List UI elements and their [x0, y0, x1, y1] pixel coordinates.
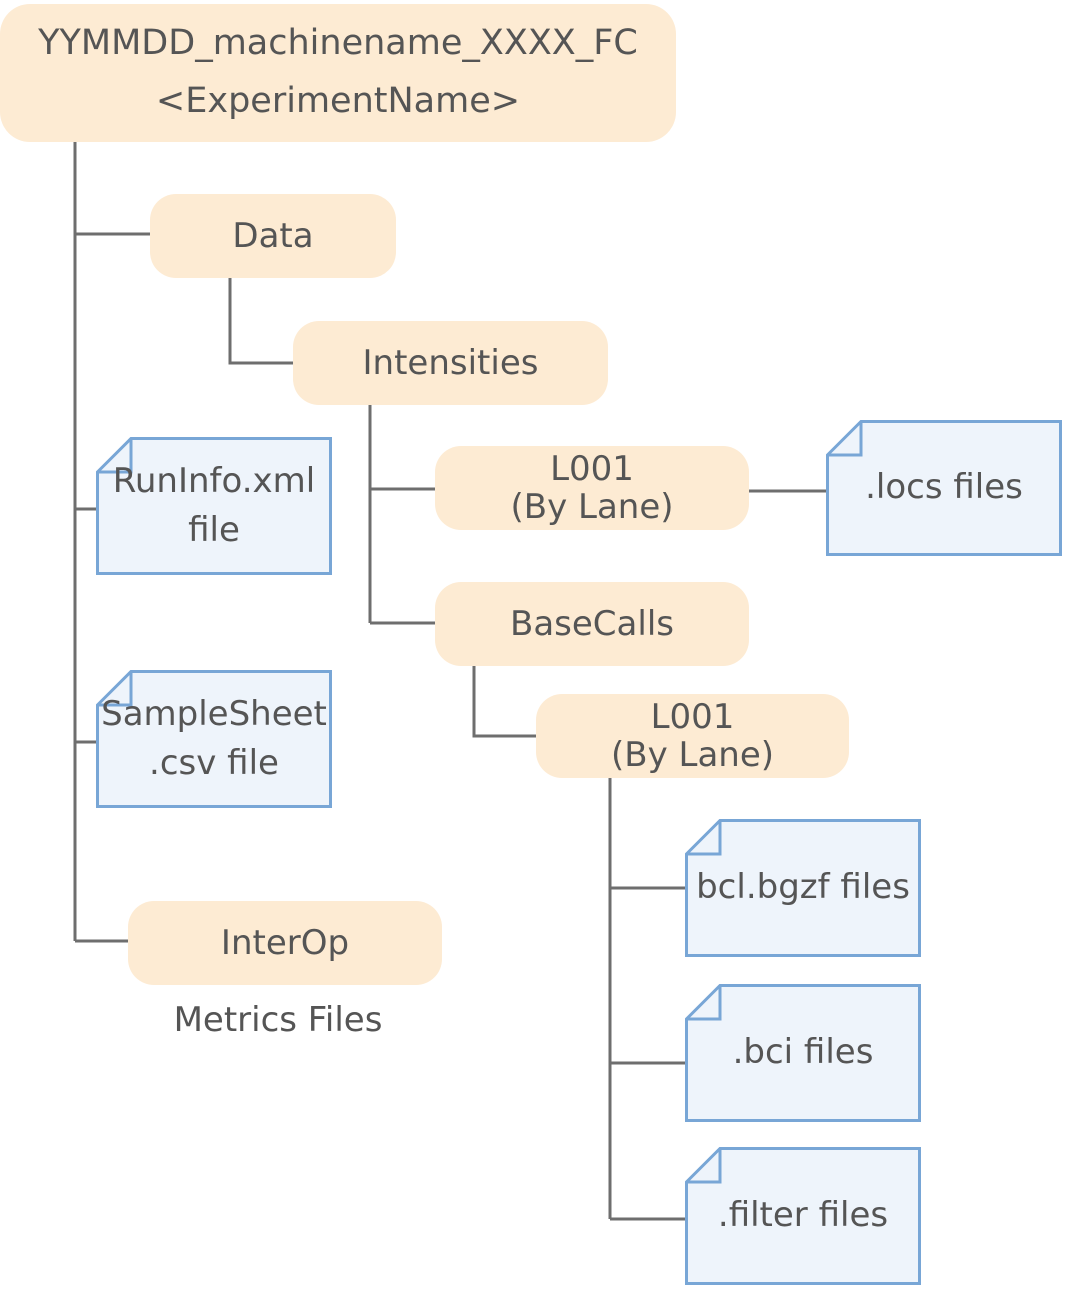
- bcl-bgzf-files-label: bcl.bgzf files: [696, 867, 910, 908]
- file-icon: [685, 984, 921, 1122]
- intensities-lane-name: L001: [550, 448, 634, 489]
- samplesheet-file-suffix: .csv file: [149, 743, 279, 783]
- root-folder-experiment: <ExperimentName>: [155, 81, 521, 121]
- data-folder[interactable]: Data: [150, 194, 396, 278]
- interop-caption: Metrics Files: [173, 1000, 383, 1040]
- file-icon: [826, 420, 1062, 556]
- intensities-folder[interactable]: Intensities: [293, 321, 608, 405]
- samplesheet-file-name: SampleSheet: [101, 693, 327, 734]
- basecalls-folder[interactable]: BaseCalls: [435, 582, 749, 666]
- root-folder[interactable]: YYMMDD_machinename_XXXX_FC <ExperimentNa…: [0, 4, 676, 142]
- filter-files-label: .filter files: [717, 1195, 889, 1236]
- locs-files[interactable]: .locs files: [826, 420, 1062, 556]
- file-icon: [685, 819, 921, 957]
- interop-folder[interactable]: InterOp: [128, 901, 442, 985]
- root-folder-name: YYMMDD_machinename_XXXX_FC: [38, 23, 638, 64]
- filter-files[interactable]: .filter files: [685, 1147, 921, 1285]
- basecalls-folder-label: BaseCalls: [510, 603, 674, 644]
- bci-files[interactable]: .bci files: [685, 984, 921, 1122]
- runinfo-file-name: RunInfo.xml: [112, 460, 316, 501]
- intensities-lane-folder[interactable]: L001 (By Lane): [435, 446, 749, 530]
- file-icon: [685, 1147, 921, 1285]
- bcl-bgzf-files[interactable]: bcl.bgzf files: [685, 819, 921, 957]
- basecalls-lane-name: L001: [650, 696, 735, 737]
- basecalls-lane-subtitle: (By Lane): [610, 735, 775, 775]
- intensities-lane-subtitle: (By Lane): [510, 487, 674, 527]
- bci-files-label: .bci files: [732, 1032, 874, 1073]
- data-folder-label: Data: [232, 215, 314, 256]
- connector-intensities: [228, 278, 293, 365]
- intensities-folder-label: Intensities: [362, 342, 539, 383]
- locs-files-label: .locs files: [865, 467, 1023, 508]
- connector-basecalls-lane: [472, 666, 536, 738]
- file-icon: [96, 670, 332, 808]
- file-icon: [96, 437, 332, 575]
- runinfo-file-suffix: file: [188, 510, 240, 550]
- runinfo-file[interactable]: RunInfo.xml file: [96, 437, 332, 575]
- samplesheet-file[interactable]: SampleSheet .csv file: [96, 670, 332, 808]
- interop-folder-label: InterOp: [220, 922, 350, 963]
- basecalls-lane-folder[interactable]: L001 (By Lane): [536, 694, 849, 778]
